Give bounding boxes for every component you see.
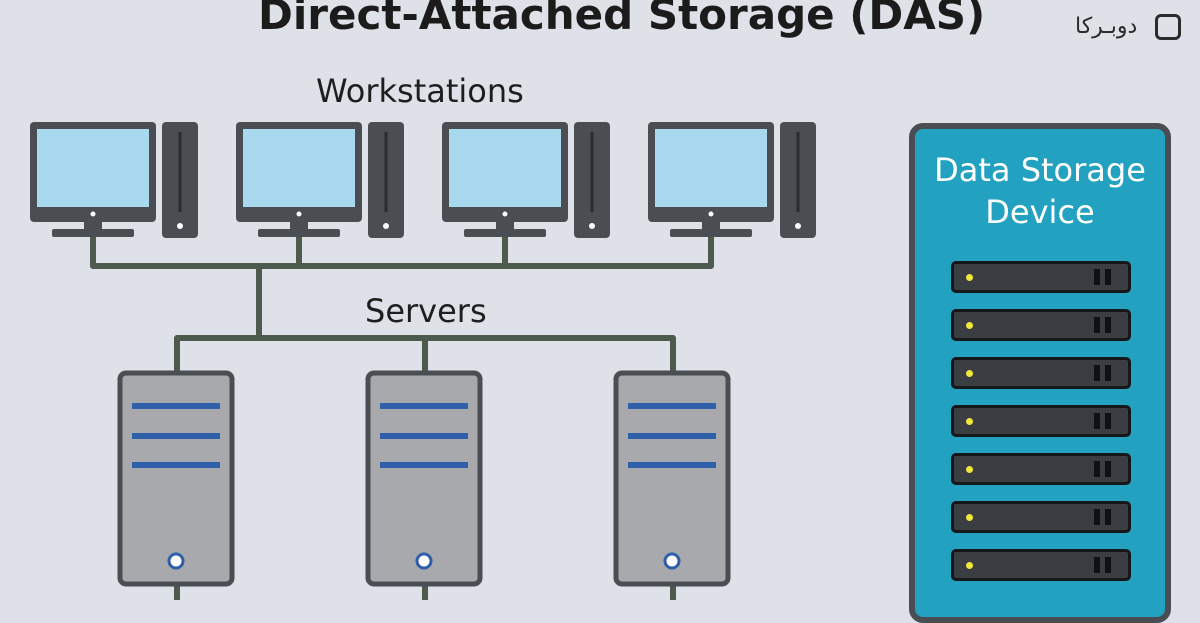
monitor-screen bbox=[655, 129, 767, 207]
storage-drive-7 bbox=[951, 549, 1131, 581]
workstation-1 bbox=[30, 122, 198, 238]
monitor-power-dot bbox=[296, 211, 302, 217]
monitor-screen bbox=[449, 129, 561, 207]
server-drive-bay-1 bbox=[380, 403, 468, 409]
diagram-title: Direct-Attached Storage (DAS) bbox=[258, 0, 986, 39]
logo-mark-icon bbox=[1155, 14, 1181, 40]
monitor-neck bbox=[84, 222, 102, 230]
monitor-power-dot bbox=[708, 211, 714, 217]
server-power-button bbox=[415, 552, 433, 570]
server-power-button bbox=[167, 552, 185, 570]
network-diagram bbox=[30, 122, 816, 600]
drive-handle-icon bbox=[1094, 557, 1116, 573]
tower-power-dot bbox=[589, 223, 595, 229]
drive-handle-icon bbox=[1094, 269, 1116, 285]
drive-handle-icon bbox=[1094, 461, 1116, 477]
monitor-power-dot bbox=[502, 211, 508, 217]
workstation-4 bbox=[648, 122, 816, 238]
monitor-screen bbox=[37, 129, 149, 207]
monitor-neck bbox=[290, 222, 308, 230]
monitor-screen bbox=[243, 129, 355, 207]
server-drive-bay-1 bbox=[132, 403, 220, 409]
drive-handle-icon bbox=[1094, 413, 1116, 429]
brand-logo: دوبـرکا bbox=[1075, 10, 1190, 46]
workstation-3 bbox=[442, 122, 610, 238]
monitor-neck bbox=[702, 222, 720, 230]
drive-handle-icon bbox=[1094, 365, 1116, 381]
drive-handle-icon bbox=[1094, 317, 1116, 333]
server-1 bbox=[117, 370, 235, 587]
server-case bbox=[613, 370, 731, 587]
drive-led-icon bbox=[966, 562, 973, 569]
storage-drive-1 bbox=[951, 261, 1131, 293]
tower-power-dot bbox=[795, 223, 801, 229]
drive-led-icon bbox=[966, 322, 973, 329]
monitor-base bbox=[258, 229, 340, 237]
drive-handle-icon bbox=[1094, 509, 1116, 525]
drive-led-icon bbox=[966, 418, 973, 425]
storage-drive-6 bbox=[951, 501, 1131, 533]
storage-title-line2: Device bbox=[985, 193, 1095, 231]
server-2 bbox=[365, 370, 483, 587]
server-case bbox=[117, 370, 235, 587]
server-drive-bay-2 bbox=[380, 433, 468, 439]
data-storage-device: Data Storage Device bbox=[909, 123, 1171, 623]
tower-power-dot bbox=[177, 223, 183, 229]
server-drive-bay-3 bbox=[132, 462, 220, 468]
server-drive-bay-2 bbox=[132, 433, 220, 439]
workstation-bus-cable bbox=[90, 233, 714, 269]
drive-led-icon bbox=[966, 514, 973, 521]
server-drive-bay-3 bbox=[628, 462, 716, 468]
server-case bbox=[365, 370, 483, 587]
storage-drive-2 bbox=[951, 309, 1131, 341]
server-drive-bay-3 bbox=[380, 462, 468, 468]
storage-title-line1: Data Storage bbox=[934, 151, 1146, 189]
monitor-base bbox=[52, 229, 134, 237]
server-drive-bay-1 bbox=[628, 403, 716, 409]
servers-label: Servers bbox=[365, 292, 487, 330]
server-drive-bay-2 bbox=[628, 433, 716, 439]
storage-drive-4 bbox=[951, 405, 1131, 437]
drive-led-icon bbox=[966, 370, 973, 377]
storage-drive-5 bbox=[951, 453, 1131, 485]
storage-drive-3 bbox=[951, 357, 1131, 389]
drive-led-icon bbox=[966, 274, 973, 281]
workstations-label: Workstations bbox=[316, 72, 524, 110]
monitor-power-dot bbox=[90, 211, 96, 217]
logo-text: دوبـرکا bbox=[1075, 14, 1138, 39]
monitor-neck bbox=[496, 222, 514, 230]
cabling bbox=[90, 233, 714, 600]
monitor-base bbox=[464, 229, 546, 237]
drive-led-icon bbox=[966, 466, 973, 473]
storage-device-title: Data Storage Device bbox=[915, 149, 1165, 233]
tower-power-dot bbox=[383, 223, 389, 229]
monitor-base bbox=[670, 229, 752, 237]
server-3 bbox=[613, 370, 731, 587]
workstation-2 bbox=[236, 122, 404, 238]
server-power-button bbox=[663, 552, 681, 570]
